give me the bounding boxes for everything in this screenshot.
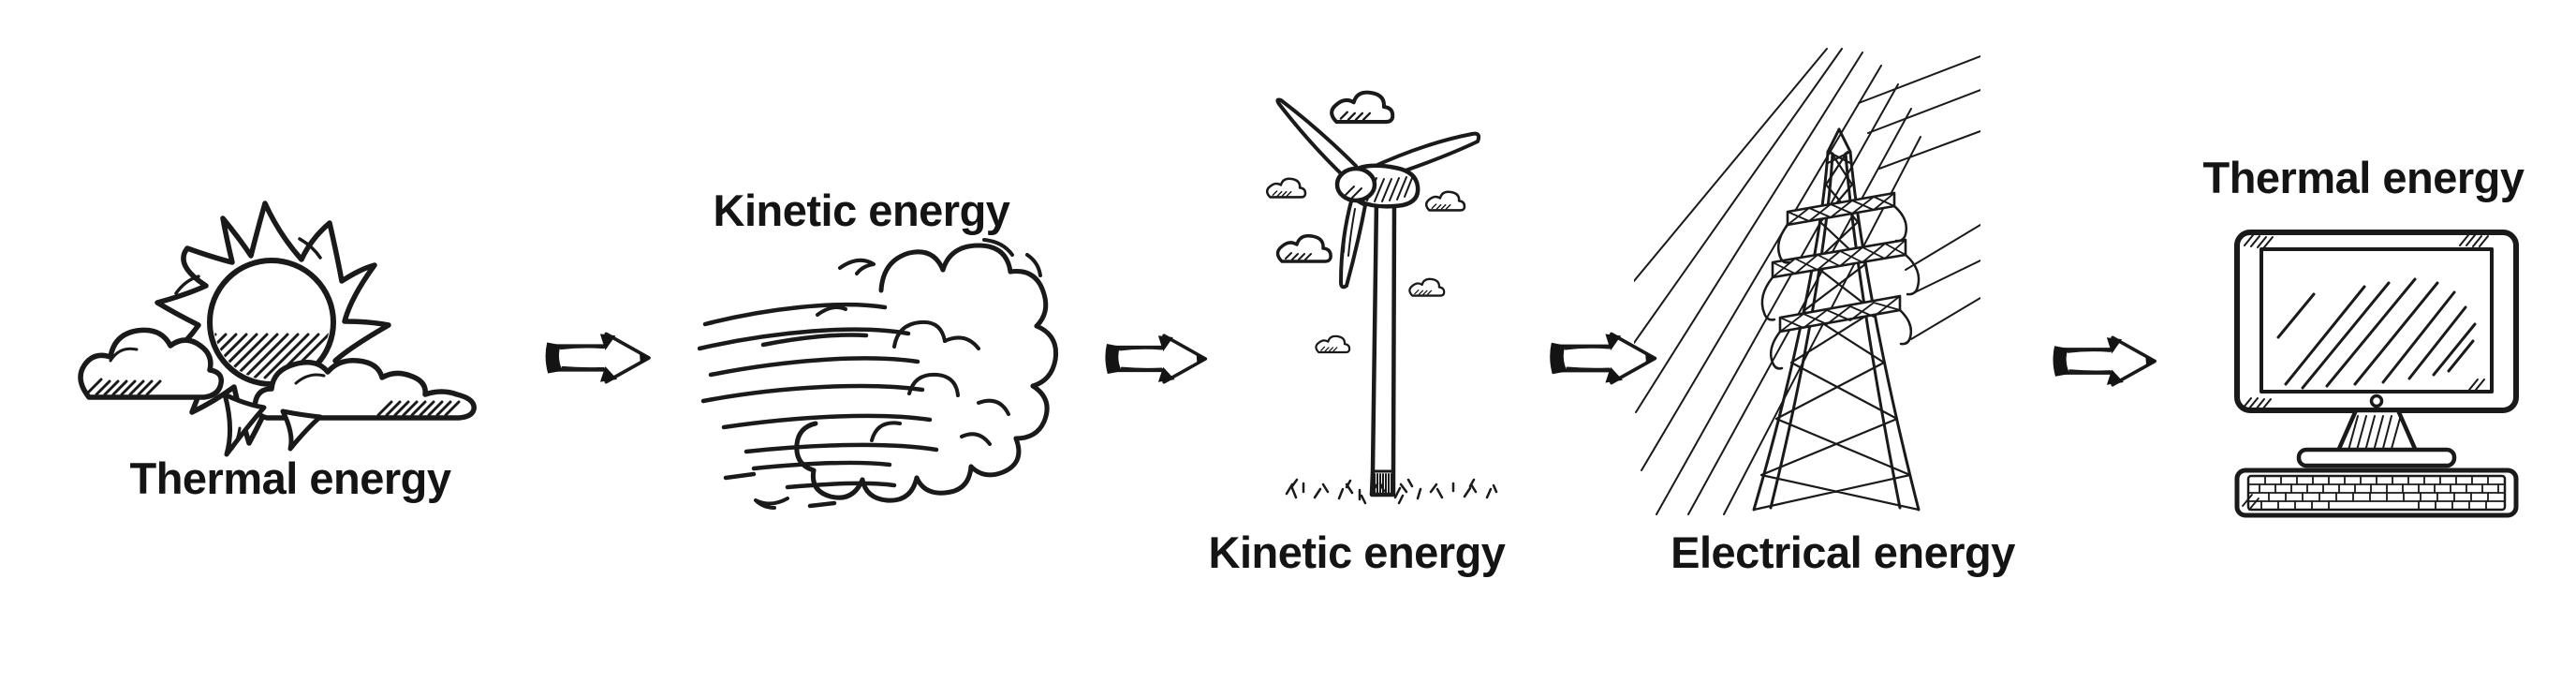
transmission-tower-icon [1634, 47, 1980, 515]
flow-arrow-icon [540, 328, 658, 388]
stage-label-thermal-energy-output: Thermal energy [2202, 153, 2524, 202]
flow-arrow-icon [1100, 330, 1214, 388]
stage-label-thermal-energy-source: Thermal energy [129, 453, 451, 503]
wind-gust-icon [698, 234, 1063, 543]
flow-arrow-icon [2049, 332, 2163, 391]
stage-label-kinetic-energy-wind: Kinetic energy [713, 186, 1010, 235]
desktop-computer-icon [2224, 225, 2528, 525]
wind-turbine-icon [1255, 89, 1526, 511]
sun-behind-clouds-icon [66, 183, 506, 459]
stage-label-kinetic-energy-turbine: Kinetic energy [1208, 527, 1506, 577]
stage-label-electrical-energy: Electrical energy [1671, 527, 2015, 577]
flow-arrow-icon [1545, 328, 1664, 389]
